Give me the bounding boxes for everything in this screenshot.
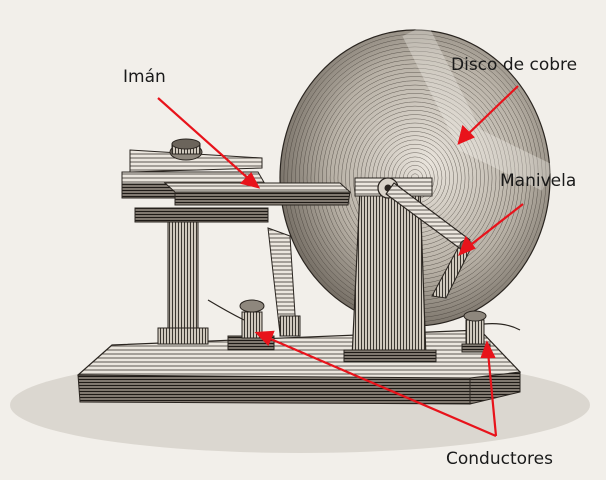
label-conductores: Conductores: [446, 449, 553, 469]
label-disco-de-cobre: Disco de cobre: [451, 55, 578, 75]
arrow-iman: [157, 97, 261, 189]
label-manivela: Manivela: [500, 171, 577, 191]
label-iman: Imán: [123, 67, 166, 87]
left-column: [157, 209, 209, 345]
right-terminal: [461, 310, 521, 353]
arrow-manivela: [458, 203, 524, 257]
contact-brush: [267, 227, 301, 337]
arrow-conductores-right: [480, 340, 498, 437]
wooden-base: [77, 329, 521, 405]
arrow-disco: [457, 85, 519, 145]
arrow-conductores-left: [254, 330, 497, 438]
annotation-arrows: [157, 85, 524, 438]
